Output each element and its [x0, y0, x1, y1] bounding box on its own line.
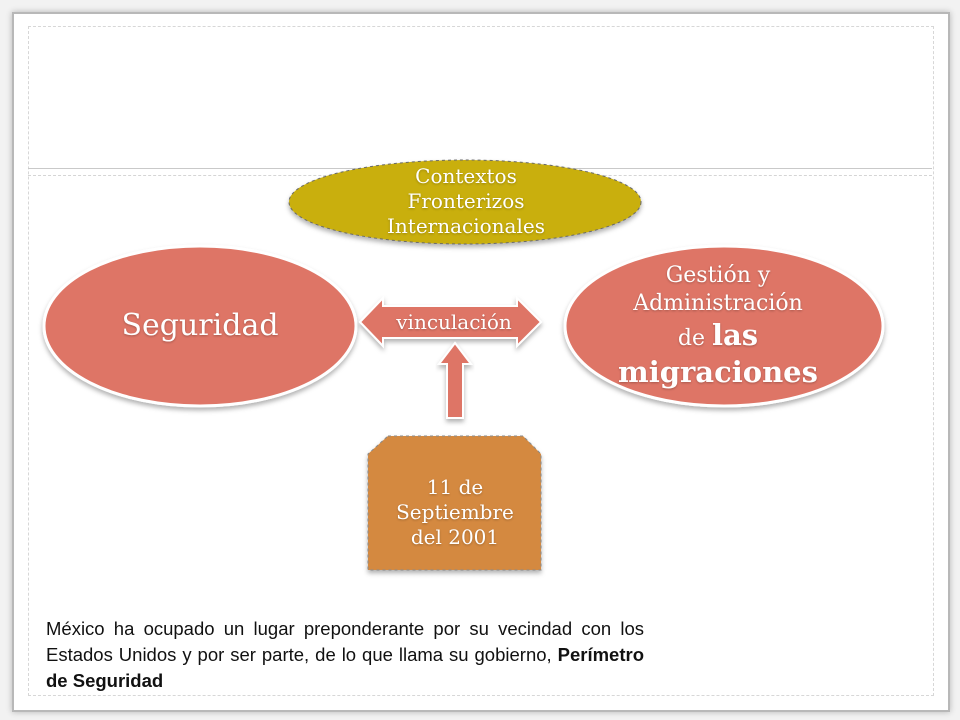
- gestion-line-3-big: las: [711, 318, 759, 353]
- caption-text: México ha ocupado un lugar preponderante…: [46, 618, 644, 665]
- gestion-line-4: migraciones: [618, 354, 818, 389]
- context-line-3: Internacionales: [387, 213, 545, 238]
- vinculacion-double-arrow: [358, 295, 543, 349]
- gestion-label: Gestión y Administración de las migracio…: [568, 256, 868, 396]
- date-line-2: Septiembre: [396, 499, 514, 524]
- context-ellipse: [288, 159, 642, 245]
- caption-bold: Perímetro de Seguridad: [46, 644, 645, 691]
- vinculacion-label: vinculación: [396, 309, 512, 334]
- gestion-line-3-small: de: [677, 326, 705, 352]
- context-line-2: Fronterizos: [407, 188, 525, 213]
- gestion-ellipse: [563, 244, 885, 408]
- gestion-line-2: Administración: [633, 290, 803, 316]
- up-arrow: [436, 341, 474, 419]
- date-line-3: del 2001: [410, 524, 500, 549]
- date-label: 11 de Septiembre del 2001: [368, 462, 542, 562]
- date-line-1: 11 de: [426, 474, 484, 499]
- gestion-line-1: Gestión y: [665, 263, 771, 289]
- date-snipped-shape: [367, 435, 542, 571]
- seguridad-ellipse: [42, 244, 358, 408]
- inner-frame: [28, 26, 934, 696]
- caption-paragraph: México ha ocupado un lugar preponderante…: [46, 616, 644, 694]
- gestion-line-3: de las: [678, 317, 758, 353]
- context-line-1: Contextos: [415, 163, 517, 188]
- context-label: Contextos Fronterizos Internacionales: [296, 160, 636, 242]
- seguridad-label: Seguridad: [121, 308, 279, 344]
